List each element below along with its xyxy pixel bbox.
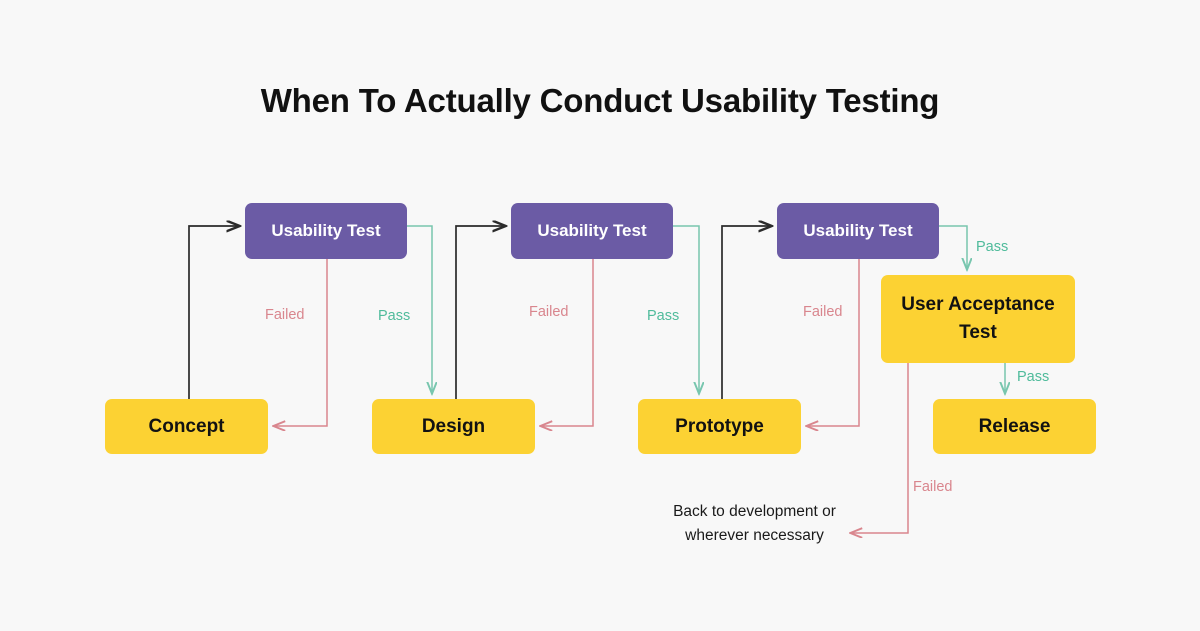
flow-usability-test-3-pass-to-user-acceptance-test [939, 225, 967, 269]
flow-design-to-usability-test-2 [455, 226, 505, 399]
node-label: User Acceptance Test [901, 294, 1055, 343]
node-label: Usability Test [271, 220, 381, 240]
back-to-development-note-line-1: Back to development or [673, 503, 836, 520]
flow-prototype-to-usability-test-3 [721, 226, 771, 399]
node-concept[interactable]: Concept [105, 399, 268, 454]
flow-usability-test-1-failed-to-concept [274, 259, 328, 426]
node-label: Release [978, 415, 1051, 437]
node-usability-test-2[interactable]: Usability Test [511, 203, 673, 259]
back-to-development-note-line-2: wherever necessary [685, 527, 824, 545]
edge-label-pass-3: Pass [976, 239, 1009, 255]
flow-usability-test-3-failed-to-prototype [807, 259, 860, 426]
edge-label-failed-3: Failed [803, 304, 843, 320]
flow-user-acceptance-test-failed-to-development [851, 363, 909, 533]
node-label: Usability Test [803, 220, 913, 240]
edge-label-failed-1: Failed [265, 307, 305, 323]
node-usability-test-1[interactable]: Usability Test [245, 203, 407, 259]
edge-label-pass-4: Pass [1017, 369, 1050, 385]
flow-usability-test-2-pass-to-prototype [673, 225, 699, 393]
flow-usability-test-1-pass-to-design [407, 225, 432, 393]
page-title: When To Actually Conduct Usability Testi… [260, 82, 940, 119]
node-label: Concept [148, 415, 225, 437]
node-label: Usability Test [537, 220, 647, 240]
node-label: Design [421, 415, 486, 437]
node-design[interactable]: Design [372, 399, 535, 454]
node-usability-test-3[interactable]: Usability Test [777, 203, 939, 259]
node-prototype[interactable]: Prototype [638, 399, 801, 454]
back-to-development-note: Back to development or wherever necessar… [652, 500, 857, 548]
flow-usability-test-2-failed-to-design [541, 259, 594, 426]
node-user-acceptance-test[interactable]: User Acceptance Test [881, 275, 1075, 363]
edge-label-pass-1: Pass [378, 308, 411, 324]
edge-label-failed-4: Failed [913, 479, 953, 495]
edge-label-failed-2: Failed [529, 304, 569, 320]
node-label: Prototype [675, 415, 764, 437]
flow-concept-to-usability-test-1 [188, 226, 239, 399]
node-release[interactable]: Release [933, 399, 1096, 454]
edge-label-pass-2: Pass [647, 308, 680, 324]
